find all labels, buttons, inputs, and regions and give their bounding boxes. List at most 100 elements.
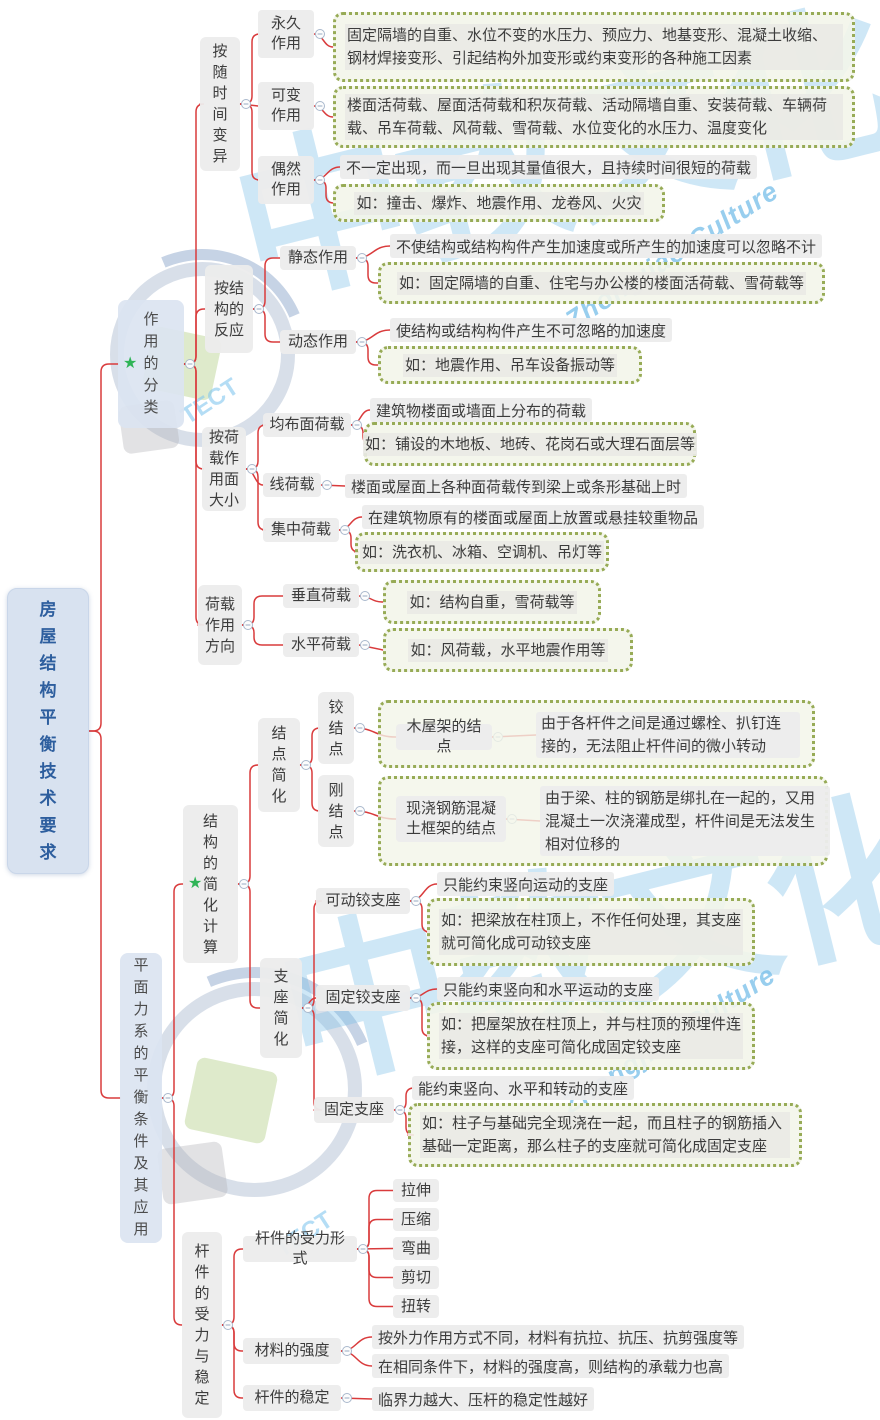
wooden-truss-joint[interactable]: 木屋架的结点 (396, 718, 492, 755)
collapse-toggle-plane-force-balance[interactable] (163, 1093, 173, 1103)
hinged-joint[interactable]: 铰 结 点 (318, 692, 354, 764)
compression[interactable]: 压缩 (393, 1208, 439, 1231)
accidental-example[interactable]: 如：撞击、爆炸、地震作用、龙卷风、火灾 (333, 184, 665, 222)
concentrated-load-text: 集中荷载 (270, 521, 331, 538)
fixed-support-example[interactable]: 如：柱子与基础完全现浇在一起，而且柱子的钢筋插入基础一定距离，那么柱子的支座就可… (408, 1103, 802, 1167)
permanent-action[interactable]: 永久 作用 (258, 10, 314, 58)
uniform-surface-load[interactable]: 均布面荷载 (263, 413, 351, 437)
collapse-toggle-variable-action[interactable] (315, 101, 325, 111)
uniform-surface-desc[interactable]: 建筑物楼面或墙面上分布的荷载 (370, 398, 593, 422)
dynamic-example[interactable]: 如：地震作用、吊车设备振动等 (378, 346, 642, 384)
by-time-variation[interactable]: 按 随 时 间 变 异 (200, 37, 240, 171)
collapse-toggle-member-force-stability[interactable] (223, 1320, 233, 1330)
simplified-calculation[interactable]: ★结 构 的 简 化 计 算 (183, 805, 238, 963)
collapse-toggle-material-strength[interactable] (342, 1346, 352, 1356)
member-stability[interactable]: 杆件的稳定 (243, 1385, 341, 1411)
tension-text: 拉伸 (400, 1181, 431, 1199)
horizontal-load[interactable]: 水平荷载 (283, 633, 359, 657)
collapse-toggle-by-time-variation[interactable] (241, 99, 251, 109)
cast-frame-desc[interactable]: 由于梁、柱的钢筋是绑扎在一起的，又用混凝土一次浇灌成型，杆件间是无法发生相对位移… (540, 786, 830, 856)
tension[interactable]: 拉伸 (393, 1179, 439, 1202)
collapse-toggle-permanent-action[interactable] (315, 29, 325, 39)
collapse-toggle-by-load-direction[interactable] (243, 620, 253, 630)
member-force-stability[interactable]: 杆 件 的 受 力 与 稳 定 (182, 1232, 222, 1418)
dynamic-desc[interactable]: 使结构或结构构件产生不可忽略的加速度 (390, 318, 673, 342)
member-stability-desc[interactable]: 临界力越大、压杆的稳定性越好 (372, 1387, 595, 1411)
by-structural-response[interactable]: 按结 构的 反应 (205, 265, 253, 353)
by-load-area[interactable]: 按荷 载作 用面 大小 (202, 427, 246, 511)
concentrated-example[interactable]: 如：洗衣机、冰箱、空调机、吊灯等 (355, 532, 609, 572)
accidental-action[interactable]: 偶然 作用 (258, 156, 314, 204)
permanent-detail-text: 固定隔墙的自重、水位不变的水压力、预应力、地基变形、混凝土收缩、钢材焊接变形、引… (345, 24, 843, 70)
support-simplification[interactable]: 支 座 简 化 (260, 958, 302, 1058)
action-classification[interactable]: ★作 用 的 分 类 (118, 300, 184, 428)
collapse-toggle-joint-simplification[interactable] (301, 760, 311, 770)
dynamic-action[interactable]: 动态作用 (280, 330, 356, 354)
uniform-surface-example[interactable]: 如：铺设的木地板、地砖、花岗石或大理石面层等 (363, 422, 698, 466)
fixed-support-desc[interactable]: 能约束竖向、水平和转动的支座 (412, 1076, 635, 1100)
by-load-direction[interactable]: 荷载 作用 方向 (198, 585, 242, 665)
horizontal-load-text: 水平荷载 (290, 636, 351, 653)
plane-force-balance[interactable]: 平 面 力 系 的 平 衡 条 件 及 其 应 用 (120, 953, 162, 1243)
collapse-toggle-vertical-load[interactable] (360, 591, 370, 601)
collapse-toggle-uniform-surface-load[interactable] (352, 420, 362, 430)
static-desc[interactable]: 不使结构或结构构件产生加速度或所产生的加速度可以忽略不计 (390, 234, 823, 258)
concentrated-desc-text: 在建筑物原有的楼面或屋面上放置或悬挂较重物品 (368, 509, 699, 527)
member-force-forms[interactable]: 杆件的受力形式 (243, 1230, 357, 1267)
fixed-hinge-desc[interactable]: 只能约束竖向和水平运动的支座 (437, 977, 660, 1001)
collapse-toggle-simplified-calculation[interactable] (239, 879, 249, 889)
collapse-toggle-member-stability[interactable] (342, 1393, 352, 1403)
concentrated-desc[interactable]: 在建筑物原有的楼面或屋面上放置或悬挂较重物品 (362, 505, 705, 529)
rigid-joint[interactable]: 刚 结 点 (318, 775, 354, 847)
collapse-toggle-dynamic-action[interactable] (357, 337, 367, 347)
vertical-load[interactable]: 垂直荷载 (283, 584, 359, 608)
collapse-toggle-hinged-joint[interactable] (355, 723, 365, 733)
material-strength-desc-2[interactable]: 在相同条件下，材料的强度高，则结构的承载力也高 (372, 1354, 730, 1378)
variable-detail[interactable]: 楼面活荷载、屋面活荷载和积灰荷载、活动隔墙自重、安装荷载、车辆荷载、吊车荷载、风… (333, 86, 855, 148)
wooden-truss-desc[interactable]: 由于各杆件之间是通过螺栓、扒钉连接的，无法阻止杆件间的微小转动 (536, 712, 800, 758)
member-stability-text: 杆件的稳定 (254, 1389, 330, 1406)
bending-text: 弯曲 (400, 1239, 431, 1257)
static-action[interactable]: 静态作用 (280, 246, 356, 270)
collapse-toggle-action-classification[interactable] (185, 359, 195, 369)
collapse-toggle-line-load[interactable] (322, 480, 332, 490)
cast-frame-joint[interactable]: 现浇钢筋混凝 土框架的结点 (396, 796, 506, 842)
movable-hinge-support[interactable]: 可动铰支座 (316, 888, 410, 914)
movable-hinge-example[interactable]: 如：把梁放在柱顶上，不作任何处理，其支座就可简化成可动铰支座 (427, 898, 755, 966)
variable-action[interactable]: 可变 作用 (258, 82, 314, 130)
collapse-toggle-support-simplification[interactable] (303, 1003, 313, 1013)
static-example[interactable]: 如：固定隔墙的自重、住宅与办公楼的楼面活荷载、雪荷载等 (378, 262, 825, 304)
collapse-toggle-by-structural-response[interactable] (254, 304, 264, 314)
shear[interactable]: 剪切 (393, 1266, 439, 1289)
collapse-toggle-rigid-joint[interactable] (355, 806, 365, 816)
movable-hinge-desc[interactable]: 只能约束竖向运动的支座 (437, 872, 615, 896)
vertical-example[interactable]: 如：结构自重，雪荷载等 (383, 580, 601, 624)
line-load-desc[interactable]: 楼面或屋面上各种面荷载传到梁上或条形基础上时 (345, 474, 688, 498)
mindmap-root[interactable]: 房 屋 结 构 平 衡 技 术 要 求 (7, 588, 89, 874)
fixed-hinge-example[interactable]: 如：把屋架放在柱顶上，并与柱顶的预埋件连接，这样的支座可简化成固定铰支座 (427, 1002, 755, 1070)
fixed-hinge-support[interactable]: 固定铰支座 (316, 985, 410, 1011)
collapse-toggle-static-action[interactable] (357, 253, 367, 263)
material-strength-desc-1[interactable]: 按外力作用方式不同，材料有抗拉、抗压、抗剪强度等 (372, 1325, 745, 1349)
collapse-toggle-concentrated-load[interactable] (340, 525, 350, 535)
concentrated-load[interactable]: 集中荷载 (263, 518, 339, 542)
accidental-desc[interactable]: 不一定出现，而一旦出现其量值很大，且持续时间很短的荷载 (340, 155, 758, 179)
collapse-toggle-accidental-action[interactable] (315, 175, 325, 185)
fixed-support[interactable]: 固定支座 (314, 1097, 394, 1123)
permanent-detail[interactable]: 固定隔墙的自重、水位不变的水压力、预应力、地基变形、混凝土收缩、钢材焊接变形、引… (333, 12, 855, 82)
bending[interactable]: 弯曲 (393, 1237, 439, 1260)
line-load[interactable]: 线荷载 (263, 473, 321, 497)
collapse-toggle-horizontal-load[interactable] (360, 640, 370, 650)
collapse-toggle-by-load-area[interactable] (247, 464, 257, 474)
collapse-toggle-movable-hinge-support[interactable] (411, 896, 421, 906)
collapse-toggle-member-force-forms[interactable] (358, 1244, 368, 1254)
joint-simplification[interactable]: 结 点 简 化 (258, 718, 300, 812)
support-simplification-text: 支 座 简 化 (273, 968, 289, 1048)
dynamic-desc-text: 使结构或结构构件产生不可忽略的加速度 (396, 322, 667, 340)
collapse-toggle-fixed-support[interactable] (395, 1105, 405, 1115)
horizontal-example[interactable]: 如：风荷载，水平地震作用等 (383, 628, 633, 672)
material-strength[interactable]: 材料的强度 (243, 1338, 341, 1364)
torsion[interactable]: 扭转 (393, 1295, 439, 1318)
star-icon: ★ (188, 875, 203, 892)
collapse-toggle-fixed-hinge-support[interactable] (411, 993, 421, 1003)
